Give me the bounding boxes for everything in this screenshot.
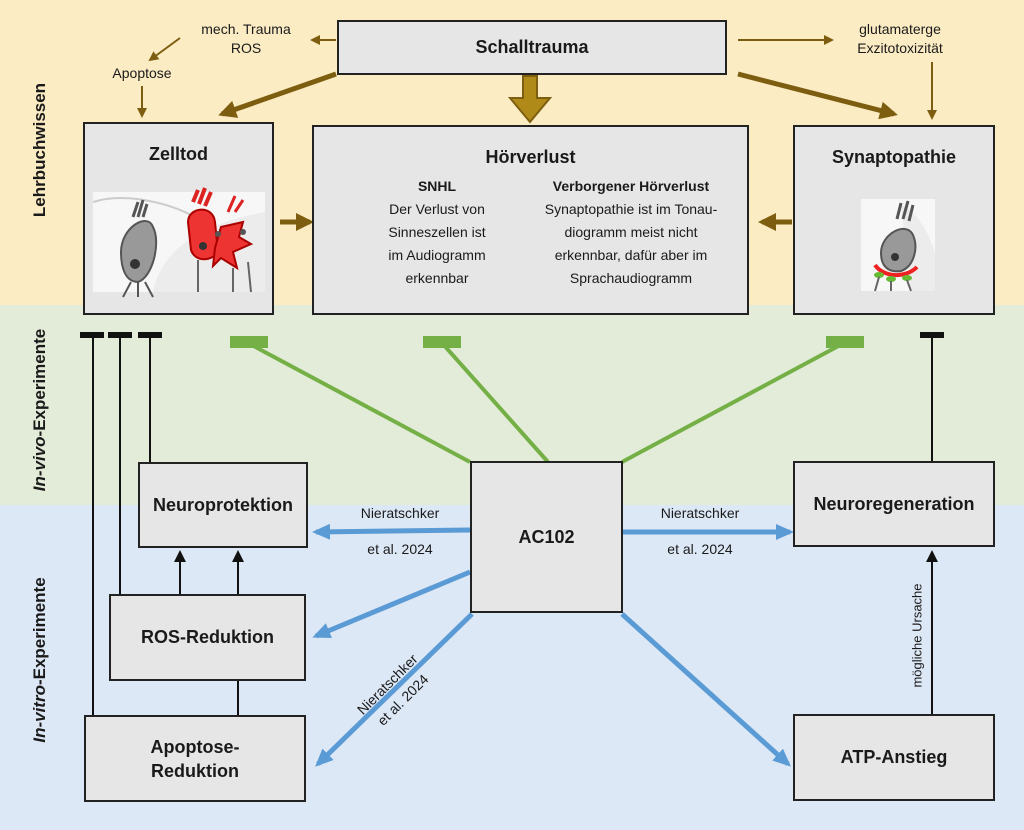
ros-reduktion-label: ROS-Reduktion [141, 627, 274, 647]
arrow-ac102-to-neuroprotektion [312, 523, 471, 540]
moegliche-ursache-label: mögliche Ursache [909, 583, 925, 688]
mech-trauma-label: mech. Trauma ROS [196, 20, 296, 58]
citation-left-line1: Nieratschker [360, 505, 440, 521]
inhibit-bar-2 [108, 332, 132, 338]
hidden-loss-column: Verborgener Hörverlust Synaptopathie ist… [526, 175, 736, 290]
snhl-title: SNHL [417, 178, 457, 194]
green-bar-hoerverlust [423, 336, 461, 348]
hidden-loss-line-2: diogramm meist nicht [564, 224, 698, 240]
glut-line1: glutamaterge [859, 21, 941, 37]
hidden-loss-line-1: Synaptopathie ist im Tonau- [544, 201, 718, 217]
inhibit-bar-1 [80, 332, 104, 338]
snhl-line-3: im Audiogramm [388, 247, 486, 263]
synaptopathy-illustration [861, 199, 935, 292]
citation-left-line2: et al. 2024 [367, 541, 433, 557]
hoerverlust-box: Hörverlust SNHL Der Verlust von Sinnesze… [312, 125, 749, 315]
zelltod-title: Zelltod [149, 144, 208, 164]
arrow-ac102-to-ros [312, 569, 471, 639]
apoptose-label: Apoptose [112, 65, 172, 81]
apoptose-reduktion-line1: Apoptose- [150, 736, 240, 757]
apoptose-reduktion-line2: Reduktion [151, 760, 239, 781]
arrow-ac102-to-apoptose [315, 612, 474, 767]
ac102-box: AC102 [470, 461, 623, 613]
hidden-loss-line-3: erkennbar, dafür aber im [554, 247, 708, 263]
synaptopathie-box: Synaptopathie [793, 125, 995, 315]
arrow-ac102-to-atp [620, 612, 791, 767]
hair-cell-death-illustration [93, 187, 265, 298]
snhl-line-2: Sinneszellen ist [388, 224, 486, 240]
atp-anstieg-label: ATP-Anstieg [840, 747, 948, 767]
hidden-loss-title: Verborgener Hörverlust [552, 178, 710, 194]
green-bar-zelltod [230, 336, 268, 348]
citation-right-line2: et al. 2024 [667, 541, 733, 557]
glutamaterge-label: glutamaterge Exzitotoxizität [842, 20, 958, 58]
hidden-loss-line-4: Sprachaudiogramm [569, 270, 693, 286]
schalltrauma-title: Schalltrauma [475, 37, 589, 57]
zelltod-box: Zelltod [83, 122, 274, 315]
green-link-synaptopathie [621, 341, 845, 464]
neuroprotektion-label: Neuroprotektion [152, 494, 293, 515]
inhibit-bar-3 [138, 332, 162, 338]
green-bar-synaptopathie [826, 336, 864, 348]
inhibit-bar-4 [920, 332, 944, 338]
ac102-label: AC102 [518, 526, 575, 547]
synaptopathie-title: Synaptopathie [831, 147, 956, 167]
glut-line2: Exzitotoxizität [857, 40, 943, 56]
apoptose-reduktion-box: Apoptose- Reduktion [84, 715, 306, 802]
mech-trauma-line2: ROS [230, 40, 262, 56]
ros-reduktion-box: ROS-Reduktion [109, 594, 306, 681]
snhl-column: SNHL Der Verlust von Sinneszellen ist im… [352, 175, 522, 290]
arrow-schalltrauma-to-zelltod [218, 71, 337, 118]
atp-anstieg-box: ATP-Anstieg [793, 714, 995, 801]
citation-right-line1: Nieratschker [660, 505, 740, 521]
hoerverlust-title: Hörverlust [485, 147, 576, 167]
neuroregeneration-label: Neuroregeneration [813, 493, 975, 514]
neuroregeneration-box: Neuroregeneration [793, 461, 995, 547]
green-link-zelltod [247, 341, 471, 464]
snhl-line-1: Der Verlust von [389, 201, 485, 217]
arrow-schalltrauma-to-hoerverlust [507, 75, 553, 124]
schalltrauma-box: Schalltrauma [337, 20, 727, 75]
arrow-schalltrauma-to-synaptopathie [737, 71, 898, 120]
arrow-mech-to-apoptose [148, 37, 181, 62]
green-link-hoerverlust [440, 341, 550, 464]
mech-trauma-line1: mech. Trauma [201, 21, 291, 37]
snhl-line-4: erkennbar [405, 270, 469, 286]
neuroprotektion-box: Neuroprotektion [138, 462, 308, 548]
